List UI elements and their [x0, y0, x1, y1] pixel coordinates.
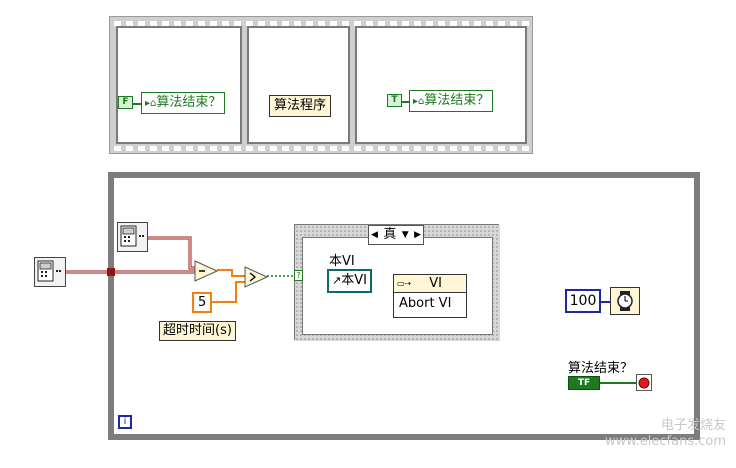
clock-calculator-icon	[120, 225, 144, 247]
bool-wire	[402, 101, 410, 103]
sequence-frame-2[interactable]	[247, 26, 350, 144]
clock-calculator-icon	[37, 260, 61, 282]
tick-count-node[interactable]	[34, 257, 66, 287]
wait-ms-node[interactable]	[610, 287, 640, 315]
false-constant[interactable]: F	[118, 96, 133, 109]
true-constant[interactable]: T	[387, 94, 402, 107]
case-selector-terminal[interactable]: ?	[294, 270, 303, 281]
ref-arrow-icon: ↗	[332, 274, 342, 287]
this-vi-label: 本VI	[329, 254, 355, 269]
loop-tunnel	[107, 268, 115, 276]
local-variable-arrow-icon: ▸⌂	[145, 98, 157, 109]
this-vi-reference[interactable]: ↗本VI	[327, 269, 372, 293]
increment-arrow-icon[interactable]: ▶	[414, 230, 421, 240]
local-variable-arrow-icon: ▸⌂	[413, 96, 425, 107]
case-value: 真	[383, 227, 397, 242]
while-loop-structure[interactable]	[108, 172, 700, 440]
greater-than-node[interactable]	[244, 266, 268, 288]
timeout-label[interactable]: 超时时间(s)	[159, 321, 236, 341]
invoke-node[interactable]: ▭⇢ VI Abort VI	[393, 274, 467, 318]
local-variable-algo-end[interactable]: ▸⌂算法结束？	[141, 92, 226, 114]
stop-terminal[interactable]	[636, 374, 652, 391]
tick-count-node-inner[interactable]	[117, 222, 148, 252]
case-selector-label[interactable]: ◀ 真 ▼ ▶	[368, 225, 424, 245]
invoke-node-ref-icon: ▭⇢	[397, 279, 412, 288]
local-variable-label: 算法结束？	[156, 95, 222, 110]
stop-sign-icon	[638, 377, 650, 389]
wristwatch-icon	[617, 291, 633, 311]
wait-ms-constant[interactable]: 100	[565, 289, 601, 313]
invoke-node-class: VI	[429, 276, 442, 291]
subtract-node[interactable]	[194, 260, 218, 282]
local-variable-label: 算法结束？	[424, 93, 490, 108]
sequence-frame-1[interactable]	[116, 26, 242, 144]
algorithm-subvi[interactable]: 算法程序	[269, 95, 332, 117]
invoke-node-method[interactable]: Abort VI	[399, 296, 452, 311]
iteration-terminal: i	[118, 415, 132, 429]
watermark: 电子发烧友 www.elecfans.com	[604, 418, 726, 449]
stop-label: 算法结束？	[568, 361, 634, 376]
film-strip-perforations	[114, 21, 529, 151]
sequence-frame-3[interactable]	[355, 26, 527, 144]
stop-bool-control[interactable]: TF	[568, 376, 600, 390]
this-vi-ref-label: 本VI	[341, 273, 367, 288]
decrement-arrow-icon[interactable]: ◀	[371, 230, 378, 240]
local-variable-algo-end[interactable]: ▸⌂算法结束？	[409, 90, 494, 112]
timeout-constant[interactable]: 5	[192, 292, 212, 313]
dropdown-arrow-icon[interactable]: ▼	[401, 230, 409, 240]
